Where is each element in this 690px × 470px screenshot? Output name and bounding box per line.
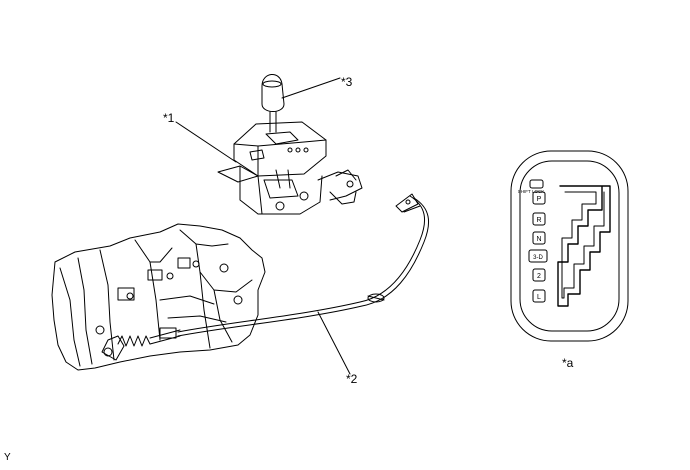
transmission-control-cable [177, 193, 430, 337]
callout-leaders [175, 77, 351, 375]
shift-lock-label: SHIFT LOCK [518, 189, 544, 194]
indicator-position-3-d: 3-D [533, 255, 543, 261]
indicator-position-p: P [537, 196, 542, 203]
transmission-illustration [51, 223, 266, 371]
indicator-position-n: N [536, 236, 541, 243]
callout-view-a: *a [562, 356, 574, 370]
indicator-labels: SHIFT LOCK P R N 3-D 2 L [518, 189, 544, 301]
indicator-position-r: R [536, 217, 541, 224]
indicator-position-l: L [537, 294, 541, 301]
callout-part-2: *2 [346, 372, 358, 386]
shift-position-indicator [510, 150, 629, 342]
callout-part-3: *3 [341, 75, 353, 89]
footer-code: Y [4, 452, 11, 463]
callout-part-1: *1 [163, 111, 175, 125]
shift-lever-assembly [217, 74, 363, 215]
indicator-position-2: 2 [537, 273, 541, 280]
